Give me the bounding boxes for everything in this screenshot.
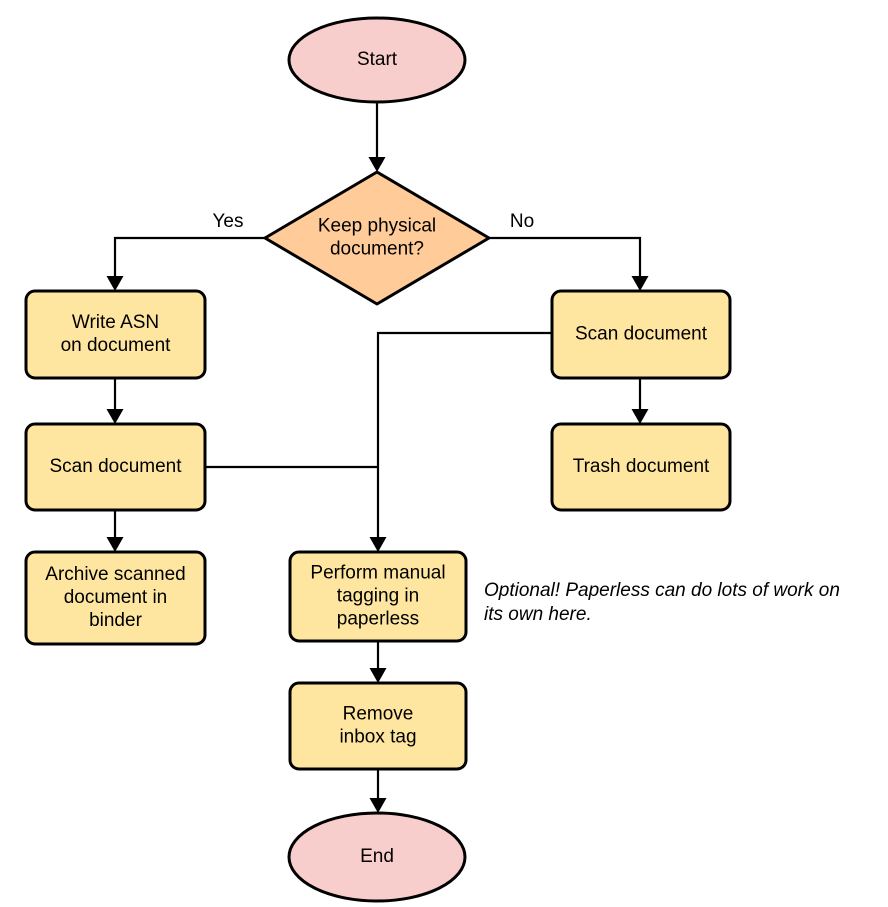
process-shape [288, 681, 468, 771]
edge-label: No [510, 211, 534, 232]
node-label: Scan document [49, 456, 182, 477]
edge-arrowhead-icon [106, 409, 124, 424]
node-trash[interactable]: Trash document [550, 422, 732, 512]
edge-arrowhead-icon [368, 157, 386, 172]
edge-start-to-decision [368, 102, 386, 172]
edge-scanleft-to-archive [106, 510, 124, 552]
terminator-shape [287, 811, 467, 903]
node-label: Start [357, 49, 398, 70]
process-shape [288, 550, 468, 643]
node-label: Trash document [573, 456, 710, 477]
edge-arrowhead-icon [369, 537, 387, 552]
process-shape [550, 289, 732, 380]
edge-decision-no: No [490, 211, 649, 291]
edge-arrowhead-icon [631, 276, 649, 291]
annotation-optional-note: Optional! Paperless can do lots of work … [484, 580, 840, 625]
node-start[interactable]: Start [287, 16, 467, 104]
edge-arrowhead-icon [106, 276, 124, 291]
decision-shape [263, 170, 491, 306]
edge-arrowhead-icon [369, 668, 387, 683]
node-scan_left[interactable]: Scan document [24, 422, 207, 512]
process-shape [550, 422, 732, 512]
edge-tagging-to-remove [369, 641, 387, 683]
edge-arrowhead-icon [631, 409, 649, 424]
edge-line [376, 331, 552, 547]
terminator-shape [287, 16, 467, 104]
process-shape [24, 422, 207, 512]
process-shape [24, 289, 207, 380]
edge-arrowhead-icon [106, 537, 124, 552]
edge-decision-yes: Yes [106, 211, 265, 291]
edge-writeasn-to-scanleft [106, 378, 124, 424]
edge-scanright-to-tagging [369, 331, 552, 552]
edges-layer: Yes No [106, 102, 649, 813]
node-end[interactable]: End [287, 811, 467, 903]
process-shape [24, 550, 207, 646]
annotations-layer: Optional! Paperless can do lots of work … [484, 580, 840, 625]
edge-scanright-to-trash [631, 378, 649, 424]
edge-arrowhead-icon [369, 798, 387, 813]
edge-label: Yes [213, 211, 244, 232]
edge-remove-to-end [369, 769, 387, 813]
edge-line [113, 236, 265, 286]
node-scan_right[interactable]: Scan document [550, 289, 732, 380]
node-label: Scan document [575, 324, 708, 345]
node-label: End [360, 846, 394, 867]
edge-line [490, 236, 642, 286]
